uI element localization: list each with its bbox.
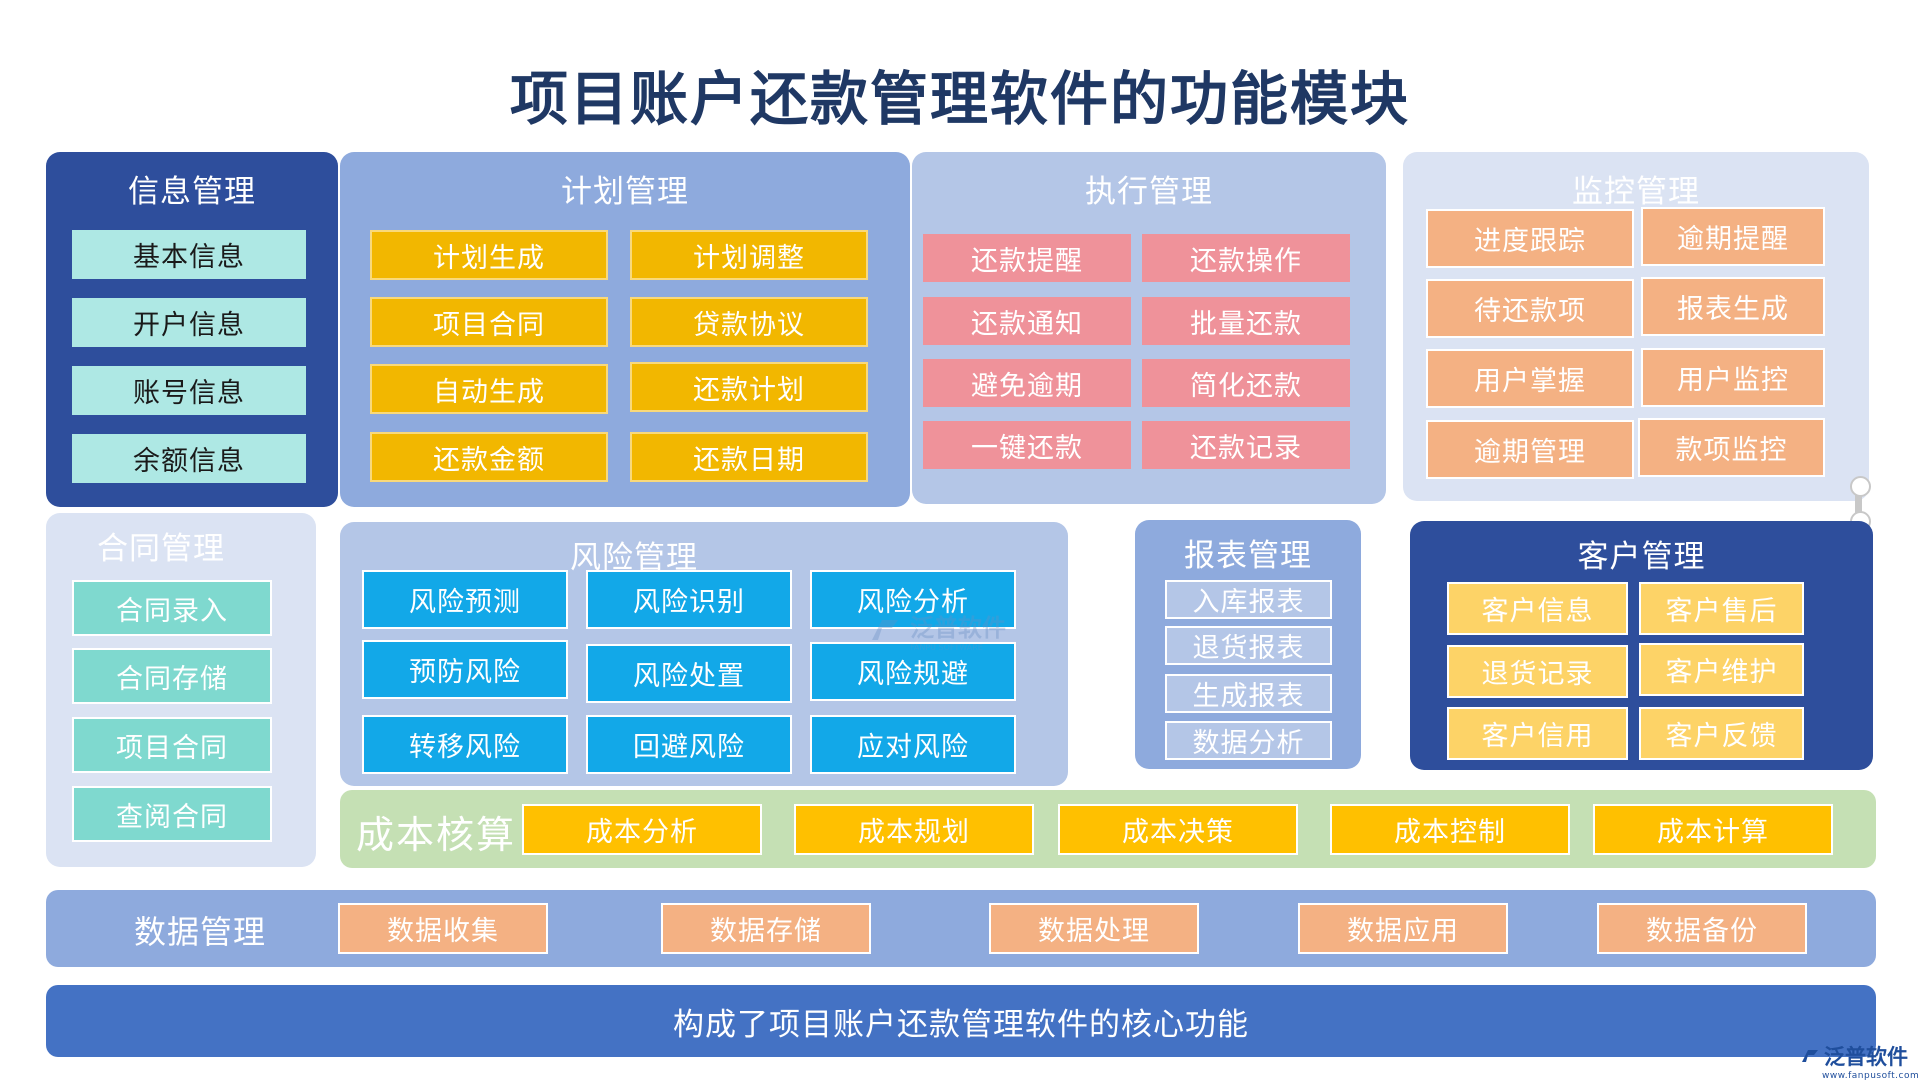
customer-management-title: 客户管理 xyxy=(1577,539,1706,575)
exec-item: 还款通知 xyxy=(923,297,1131,345)
plan-item: 项目合同 xyxy=(370,297,608,347)
monitor-item: 用户监控 xyxy=(1641,348,1825,407)
monitor-item: 用户掌握 xyxy=(1426,349,1634,408)
plan-item: 贷款协议 xyxy=(630,297,868,347)
contract-management-title: 合同管理 xyxy=(97,531,225,567)
customer-item: 客户维护 xyxy=(1639,643,1804,696)
brand-logo-icon xyxy=(1802,1050,1818,1062)
monitor-management-title: 监控管理 xyxy=(1572,174,1700,210)
brand-logo-url: www.fanpusoft.com xyxy=(1822,1071,1920,1080)
plan-item: 计划生成 xyxy=(370,230,608,280)
monitor-item: 待还款项 xyxy=(1426,279,1634,338)
risk-item: 应对风险 xyxy=(810,715,1016,774)
cost-item: 成本规划 xyxy=(794,804,1034,855)
customer-management-panel: 客户管理 客户信息 客户售后 退货记录 客户维护 客户信用 客户反馈 xyxy=(1410,521,1873,770)
data-item: 数据应用 xyxy=(1298,903,1508,954)
contract-item: 项目合同 xyxy=(72,717,272,773)
risk-item: 转移风险 xyxy=(362,715,568,774)
plan-management-title: 计划管理 xyxy=(561,174,689,210)
data-management-title: 数据管理 xyxy=(134,913,267,951)
customer-item: 客户信息 xyxy=(1447,582,1628,635)
plan-item: 计划调整 xyxy=(630,230,868,280)
page-title: 项目账户还款管理软件的功能模块 xyxy=(509,65,1410,133)
customer-item: 客户信用 xyxy=(1447,707,1628,760)
exec-management-title: 执行管理 xyxy=(1085,174,1213,210)
exec-management-panel: 执行管理 还款提醒 还款操作 还款通知 批量还款 避免逾期 简化还款 一键还款 … xyxy=(912,152,1386,504)
contract-item: 查阅合同 xyxy=(72,786,272,842)
cost-accounting-title: 成本核算 xyxy=(356,813,517,857)
plan-item: 还款计划 xyxy=(630,362,868,412)
data-item: 数据收集 xyxy=(338,903,548,954)
cost-item: 成本控制 xyxy=(1330,804,1570,855)
brand-logo: 泛普软件 www.fanpusoft.com xyxy=(1800,1041,1919,1080)
risk-item: 预防风险 xyxy=(362,640,568,699)
monitor-item: 进度跟踪 xyxy=(1426,209,1634,268)
report-item: 退货报表 xyxy=(1165,626,1332,665)
customer-item: 退货记录 xyxy=(1447,645,1628,698)
exec-item: 避免逾期 xyxy=(923,359,1131,407)
plan-item: 还款日期 xyxy=(630,432,868,482)
risk-item: 风险处置 xyxy=(586,644,792,703)
contract-management-panel: 合同管理 合同录入 合同存储 项目合同 查阅合同 xyxy=(46,513,316,867)
report-item: 生成报表 xyxy=(1165,674,1332,713)
data-item: 数据存储 xyxy=(661,903,871,954)
report-item: 数据分析 xyxy=(1165,721,1332,760)
data-item: 数据处理 xyxy=(989,903,1199,954)
brand-logo-name: 泛普软件 xyxy=(1824,1045,1908,1069)
info-management-title: 信息管理 xyxy=(128,174,256,210)
monitor-item: 逾期管理 xyxy=(1426,420,1634,479)
exec-item: 批量还款 xyxy=(1142,297,1350,345)
info-management-panel: 信息管理 基本信息 开户信息 账号信息 余额信息 xyxy=(46,152,338,507)
data-item: 数据备份 xyxy=(1597,903,1807,954)
risk-item: 风险识别 xyxy=(586,570,792,629)
watermark-sub: FANPU SOFTWARE xyxy=(910,643,983,652)
info-item: 账号信息 xyxy=(72,366,306,415)
risk-management-panel: 风险管理 风险预测 风险识别 风险分析 预防风险 风险处置 风险规避 转移风险 … xyxy=(340,522,1068,786)
customer-item: 客户售后 xyxy=(1639,582,1804,635)
info-item: 开户信息 xyxy=(72,298,306,347)
contract-item: 合同录入 xyxy=(72,580,272,636)
report-management-title: 报表管理 xyxy=(1184,538,1312,574)
exec-item: 简化还款 xyxy=(1142,359,1350,407)
exec-item: 还款记录 xyxy=(1142,421,1350,469)
report-item: 入库报表 xyxy=(1165,580,1332,619)
exec-item: 还款提醒 xyxy=(923,234,1131,282)
monitor-item: 报表生成 xyxy=(1641,277,1825,336)
risk-item: 风险规避 xyxy=(810,642,1016,701)
watermark: 泛普软件 FANPU SOFTWARE xyxy=(868,608,1006,652)
contract-item: 合同存储 xyxy=(72,648,272,704)
cost-item: 成本分析 xyxy=(522,804,762,855)
core-function-banner: 构成了项目账户还款管理软件的核心功能 xyxy=(46,985,1876,1057)
cost-item: 成本决策 xyxy=(1058,804,1298,855)
data-management-row: 数据管理 数据收集 数据存储 数据处理 数据应用 数据备份 xyxy=(46,890,1876,967)
plan-item: 自动生成 xyxy=(370,364,608,414)
monitor-item: 逾期提醒 xyxy=(1641,207,1825,266)
exec-item: 一键还款 xyxy=(923,421,1131,469)
plan-management-panel: 计划管理 计划生成 计划调整 项目合同 贷款协议 自动生成 还款计划 还款金额 … xyxy=(340,152,910,507)
exec-item: 还款操作 xyxy=(1142,234,1350,282)
monitor-item: 款项监控 xyxy=(1638,418,1825,477)
monitor-management-panel: 监控管理 进度跟踪 逾期提醒 待还款项 报表生成 用户掌握 用户监控 逾期管理 … xyxy=(1403,152,1869,501)
risk-item: 风险分析 xyxy=(810,570,1016,629)
cost-accounting-row: 成本核算 成本分析 成本规划 成本决策 成本控制 成本计算 xyxy=(340,790,1876,868)
risk-item: 风险预测 xyxy=(362,570,568,629)
watermark-logo-icon xyxy=(872,620,898,640)
cost-item: 成本计算 xyxy=(1593,804,1833,855)
report-management-panel: 报表管理 入库报表 退货报表 生成报表 数据分析 xyxy=(1135,520,1361,769)
info-item: 余额信息 xyxy=(72,434,306,483)
plan-item: 还款金额 xyxy=(370,432,608,482)
info-item: 基本信息 xyxy=(72,230,306,279)
risk-item: 回避风险 xyxy=(586,715,792,774)
customer-item: 客户反馈 xyxy=(1639,707,1804,760)
watermark-name: 泛普软件 xyxy=(910,614,1006,642)
connector-line xyxy=(1850,476,1871,532)
